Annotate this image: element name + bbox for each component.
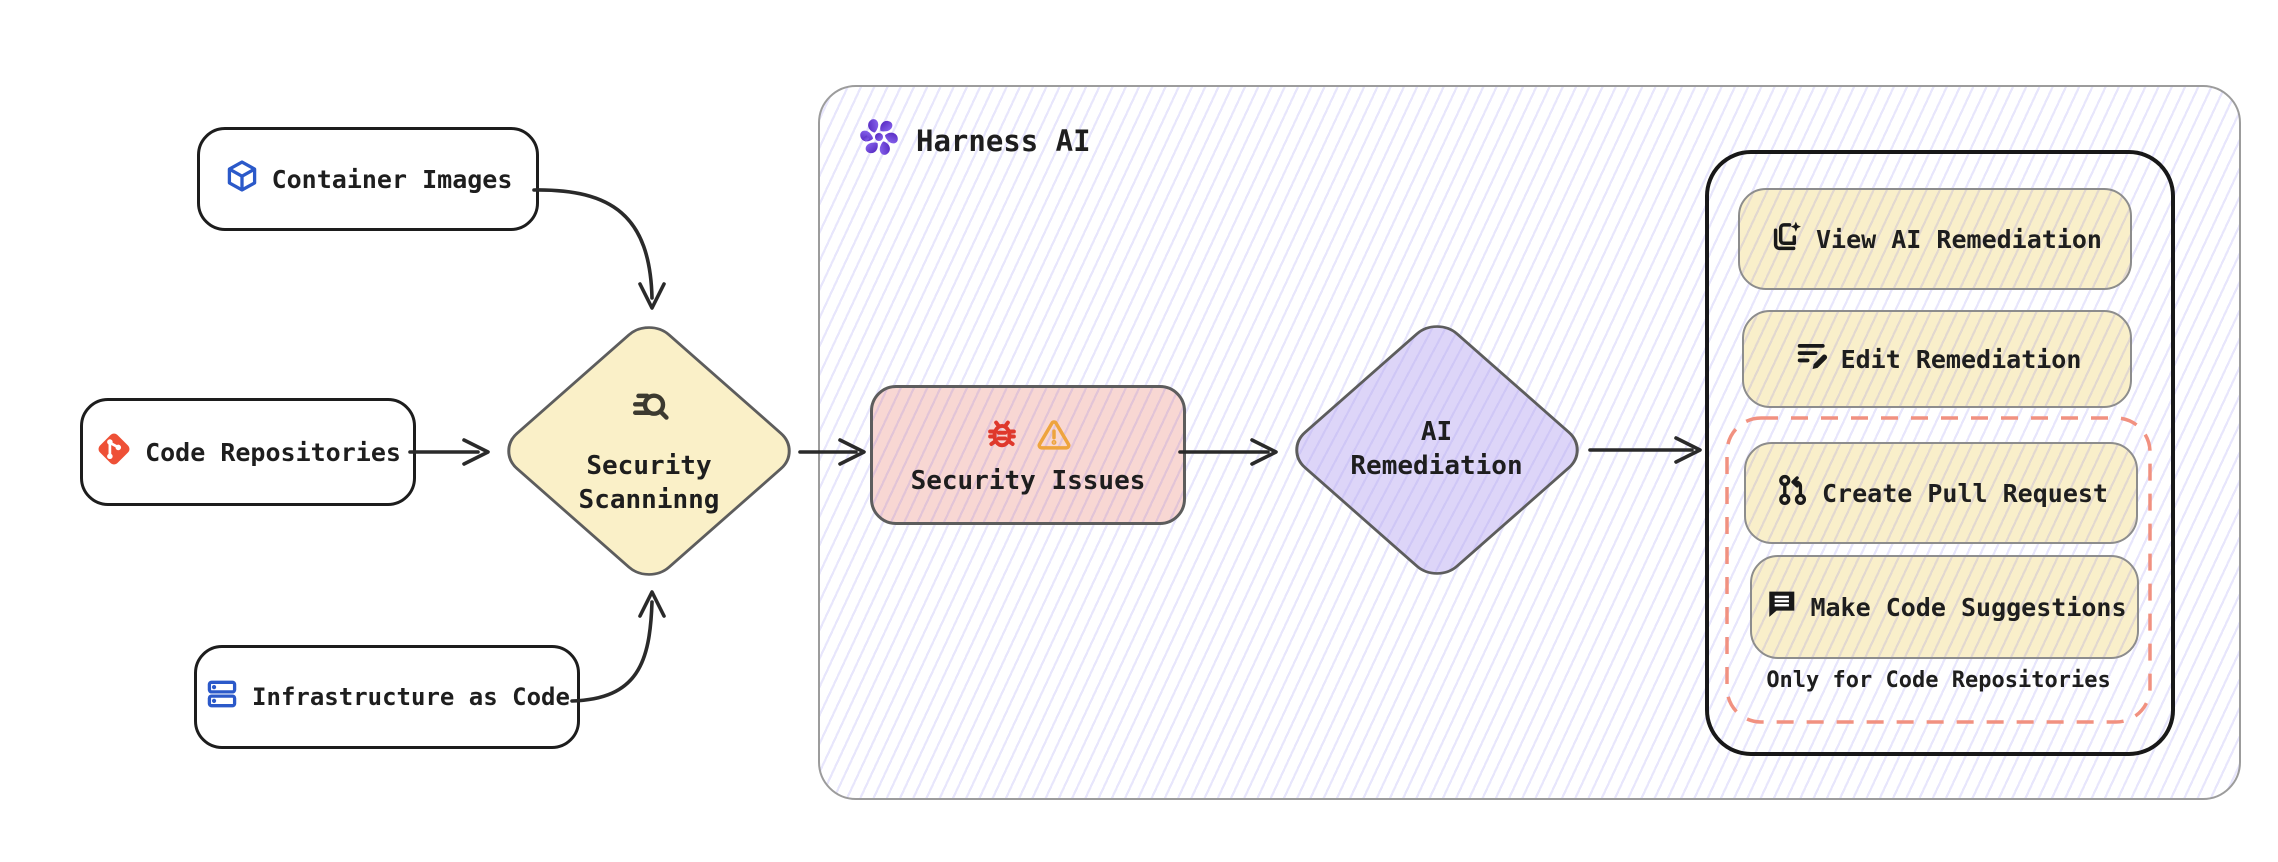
security-issues-node: Security Issues [870,385,1186,525]
harness-ai-title: Harness AI [916,123,1091,158]
arrow-container-images-to-scanner [532,188,666,310]
warning-icon [1035,415,1073,460]
pull-request-icon [1774,471,1812,515]
view-ai-remediation-button: View AI Remediation [1738,188,2132,290]
edit-remediation-label: Edit Remediation [1840,344,2082,374]
code-suggestions-icon [1762,585,1800,629]
create-pull-request-label: Create Pull Request [1822,478,2108,508]
make-code-suggestions-button: Make Code Suggestions [1750,555,2139,659]
scan-search-icon [626,384,672,440]
harness-ai-header: Harness AI [856,114,1091,167]
harness-ai-icon [856,114,902,167]
remediation-actions-panel [1705,150,2175,756]
git-icon [95,430,133,474]
code-repositories-node: Code Repositories [80,398,416,506]
container-images-node: Container Images [197,127,539,231]
edit-remediation-button: Edit Remediation [1742,310,2132,408]
arrow-code-repositories-to-scanner [408,438,490,466]
view-remediation-icon [1768,217,1806,261]
security-issues-icons [983,415,1073,460]
edit-icon [1793,337,1831,381]
cube-icon [224,158,260,200]
server-rack-icon [204,676,240,718]
bug-icon [983,415,1021,460]
container-images-label: Container Images [271,164,513,194]
make-code-suggestions-label: Make Code Suggestions [1810,592,2127,622]
infrastructure-as-code-node: Infrastructure as Code [194,645,580,749]
view-ai-remediation-label: View AI Remediation [1816,224,2102,254]
only-for-code-repositories-note: Only for Code Repositories [1766,668,2111,693]
create-pull-request-button: Create Pull Request [1744,442,2138,544]
infrastructure-as-code-label: Infrastructure as Code [252,683,570,711]
arrow-iac-to-scanner [570,590,666,703]
code-repositories-label: Code Repositories [145,437,401,467]
security-issues-label: Security Issues [910,465,1146,496]
